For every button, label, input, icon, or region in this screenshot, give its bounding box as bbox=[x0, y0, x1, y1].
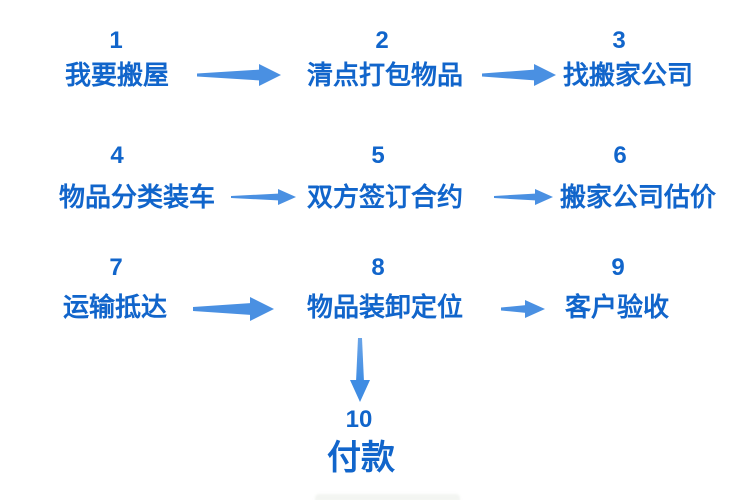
step-1-number: 1 bbox=[109, 27, 123, 54]
arrow-right-icon bbox=[231, 189, 296, 205]
step-3-number: 3 bbox=[612, 27, 626, 54]
step-6-label: 搬家公司估价 bbox=[559, 182, 717, 212]
arrow-right-icon bbox=[193, 297, 274, 321]
step-3-label: 找搬家公司 bbox=[562, 60, 694, 90]
arrow-right-icon bbox=[197, 64, 281, 86]
arrow-right-icon bbox=[501, 300, 545, 318]
arrow-right-icon bbox=[482, 64, 556, 86]
step-7-label: 运输抵达 bbox=[62, 292, 168, 322]
step-6-number: 6 bbox=[613, 142, 627, 169]
step-10-number: 10 bbox=[345, 406, 373, 433]
step-8-label: 物品装卸定位 bbox=[306, 292, 464, 322]
step-4-label: 物品分类装车 bbox=[58, 182, 216, 212]
step-9-number: 9 bbox=[611, 254, 625, 281]
step-1-label: 我要搬屋 bbox=[64, 60, 170, 90]
arrow-right-icon bbox=[494, 189, 553, 205]
step-9-label: 客户验收 bbox=[564, 292, 670, 322]
step-8-number: 8 bbox=[371, 254, 385, 281]
step-5-label: 双方签订合约 bbox=[306, 182, 464, 212]
step-10-label: 付款 bbox=[327, 439, 395, 477]
step-5-number: 5 bbox=[371, 142, 385, 169]
step-2-label: 清点打包物品 bbox=[306, 60, 464, 90]
step-7-number: 7 bbox=[109, 254, 123, 281]
bottom-edge-artifact bbox=[315, 494, 460, 500]
step-2-number: 2 bbox=[375, 27, 389, 54]
step-4-number: 4 bbox=[110, 142, 124, 169]
arrow-down-icon bbox=[350, 338, 370, 402]
